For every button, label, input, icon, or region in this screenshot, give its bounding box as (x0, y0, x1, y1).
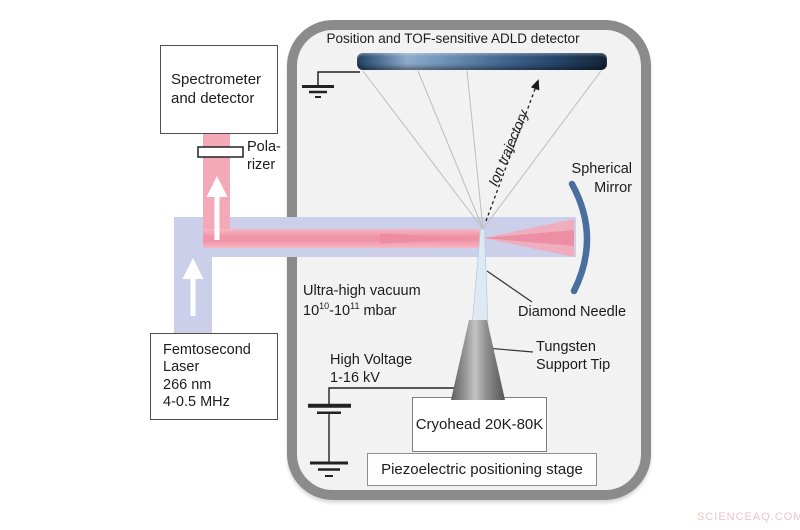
high-voltage-label: High Voltage 1-16 kV (330, 352, 413, 386)
cryohead-label: Cryohead 20K-80K (415, 416, 544, 433)
polarizer-plate (197, 146, 244, 158)
ion-trajectory-arrow (485, 79, 540, 222)
spherical-mirror (568, 180, 591, 295)
detector-label: Position and TOF-sensitive ADLD detector (326, 31, 580, 46)
ion-trajectory-lines (362, 70, 602, 230)
battery-icon (308, 387, 468, 462)
laser-label: 266 nm (163, 376, 212, 393)
polarizer-label: Pola- rizer (247, 139, 281, 173)
tungsten-support-cone (451, 320, 505, 400)
needle-pointer-line (486, 270, 533, 303)
watermark: SCIENCEAQ.COM (697, 511, 800, 523)
diamond-needle-label: Diamond Needle (518, 304, 627, 320)
spherical-mirror-label: Spherical Mirror (571, 161, 632, 196)
spectrometer-label: and detector (171, 89, 255, 107)
adld-detector-bar (357, 53, 607, 70)
ground-icon (302, 71, 360, 98)
spectrometer-label: Spectrometer (171, 70, 262, 88)
up-arrow-icon (206, 176, 228, 240)
vacuum-label: Ultra-high vacuum 1010-1011 mbar (303, 283, 421, 319)
piezo-stage-box: Piezoelectric positioning stage (367, 453, 597, 486)
piezo-label: Piezoelectric positioning stage (381, 461, 583, 478)
cryohead-box: Cryohead 20K-80K (412, 397, 547, 452)
laser-beam-pink (203, 134, 574, 257)
spectrometer-box: Spectrometer and detector (160, 45, 278, 134)
laser-label: Femtosecond (163, 341, 251, 358)
tungsten-support-label: Tungsten Support Tip (536, 339, 611, 373)
up-arrow-icon (182, 258, 204, 316)
ground-icon (310, 461, 348, 477)
laser-label: Laser (163, 359, 200, 376)
tungsten-pointer-line (485, 347, 534, 353)
laser-label: 4-0.5 MHz (163, 393, 230, 410)
femtosecond-laser-box: Femtosecond Laser 266 nm 4-0.5 MHz (150, 333, 278, 420)
